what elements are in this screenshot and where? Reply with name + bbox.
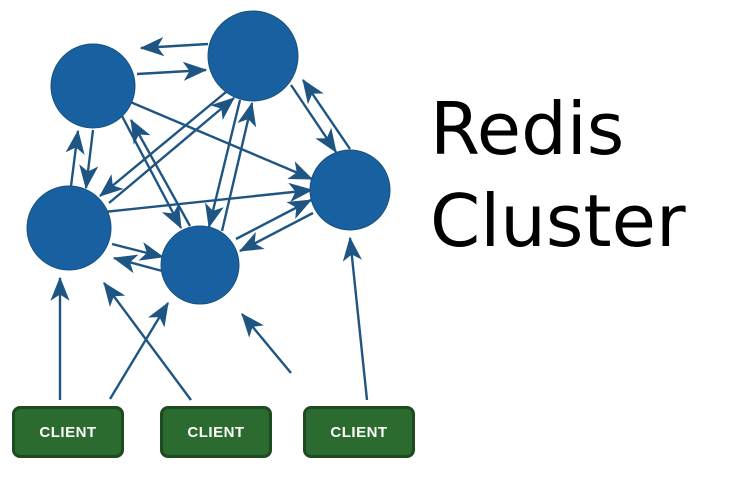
arrow-center-to-right	[235, 198, 313, 241]
node-center[interactable]	[160, 225, 240, 305]
page-title-line-1: Redis	[430, 87, 625, 171]
arrow-right-to-topright	[302, 79, 351, 150]
node-top-left[interactable]	[50, 43, 136, 129]
arrow-client1-to-topleft-node	[103, 282, 192, 401]
client-label: CLIENT	[187, 423, 245, 441]
arrow-center-to-topleft	[129, 118, 192, 227]
arrow-right-to-center	[238, 211, 314, 253]
node-link-arrows	[65, 37, 351, 274]
client-label: CLIENT	[330, 423, 388, 441]
arrow-topleft-to-topright	[136, 61, 208, 81]
arrow-left-to-center	[111, 242, 165, 261]
client-box-2[interactable]: CLIENT	[160, 406, 272, 458]
node-left[interactable]	[26, 185, 112, 271]
arrow-center-to-left	[112, 254, 167, 274]
arrow-topleft-to-right	[127, 99, 314, 181]
page-title-line-2: Cluster	[430, 179, 686, 263]
client-link-arrows	[50, 236, 369, 401]
arrow-client3-to-right-node	[342, 236, 369, 401]
arrow-center-to-topright	[220, 101, 257, 232]
arrow-topleft-to-left	[79, 129, 99, 190]
client-box-3[interactable]: CLIENT	[303, 406, 415, 458]
arrow-client2b-to-center-node	[241, 313, 292, 374]
node-top-right[interactable]	[207, 10, 299, 102]
arrow-topright-to-topleft	[139, 37, 209, 57]
arrow-topright-to-left	[99, 91, 227, 197]
arrow-left-to-right	[103, 182, 314, 214]
client-label: CLIENT	[39, 423, 97, 441]
node-right[interactable]	[309, 149, 391, 231]
client-box-1[interactable]: CLIENT	[12, 406, 124, 458]
arrow-client2-to-center-node	[108, 301, 170, 400]
arrow-topright-to-center	[205, 99, 242, 229]
arrow-left-to-topright	[108, 97, 235, 204]
arrow-topright-to-right	[290, 84, 337, 153]
cluster-nodes	[26, 10, 391, 305]
arrow-left-to-topleft	[65, 129, 85, 187]
